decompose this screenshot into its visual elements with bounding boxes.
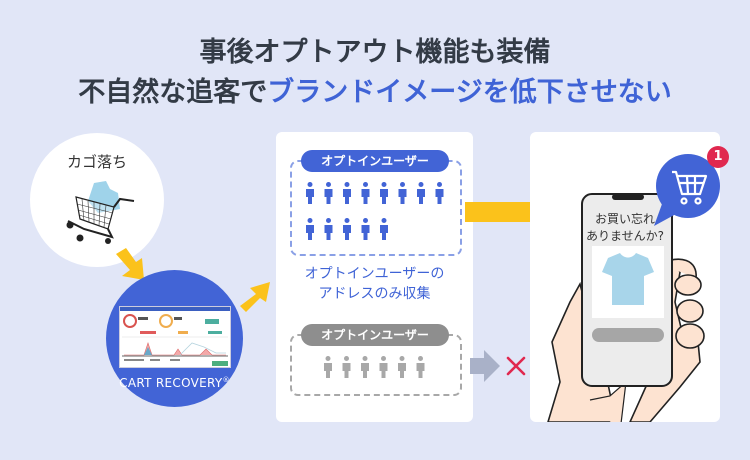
arrow-down-right-icon	[116, 248, 144, 280]
person-icon	[435, 182, 444, 204]
optin-people-group	[306, 182, 444, 240]
heading-line-2: 不自然な追客でブランドイメージを低下させない	[0, 70, 750, 109]
registered-mark: ®	[222, 376, 230, 384]
person-icon	[306, 182, 314, 204]
optin-pill: オプトインユーザー	[301, 150, 449, 172]
optout-people-group	[324, 356, 425, 378]
person-icon	[361, 218, 370, 240]
optin-caption-line-2: アドレスのみ収集	[318, 286, 431, 302]
person-icon	[416, 356, 425, 378]
person-icon	[324, 356, 332, 378]
person-icon	[343, 218, 351, 240]
product-name: CART RECOVERY	[119, 376, 223, 390]
person-icon	[342, 356, 351, 378]
notification-bubble	[654, 154, 720, 226]
person-icon	[398, 182, 407, 204]
phone-message-line-2: ありませんか?	[585, 229, 664, 243]
person-icon	[306, 218, 314, 240]
cart-recovery-label: CART RECOVERY®	[106, 376, 243, 390]
notification-badge: 1	[707, 146, 729, 168]
hand-holding-phone-illustration	[547, 193, 705, 422]
person-icon	[380, 182, 388, 204]
optout-pill: オプトインユーザー	[301, 324, 449, 346]
person-icon	[379, 356, 388, 378]
collection-panel	[276, 132, 473, 422]
person-icon	[324, 182, 333, 204]
person-icon	[324, 218, 333, 240]
heading-line-2-accent: ブランドイメージを低下させない	[267, 77, 672, 108]
shopping-cart-icon	[672, 170, 708, 205]
person-icon	[380, 218, 388, 240]
arrow-up-right-icon	[240, 282, 270, 312]
heading-line-2-plain: 不自然な追客で	[78, 77, 268, 108]
shopping-cart-icon	[66, 181, 135, 244]
phone-message-line-1: お買い忘れ	[594, 212, 655, 226]
dashboard-screenshot	[119, 306, 231, 368]
person-icon	[343, 182, 351, 204]
optin-caption-line-1: オプトインユーザーの	[304, 266, 445, 282]
optin-caption: オプトインユーザーの アドレスのみ収集	[276, 264, 473, 304]
person-icon	[361, 182, 370, 204]
gray-arrow-icon	[470, 350, 500, 382]
cart-abandon-label: カゴ落ち	[66, 153, 127, 171]
cross-icon	[506, 356, 526, 376]
phone-message: お買い忘れ ありませんか?	[580, 211, 670, 245]
person-icon	[398, 356, 406, 378]
person-icon	[361, 356, 369, 378]
heading-line-1: 事後オプトアウト機能も装備	[199, 37, 551, 68]
person-icon	[417, 182, 425, 204]
